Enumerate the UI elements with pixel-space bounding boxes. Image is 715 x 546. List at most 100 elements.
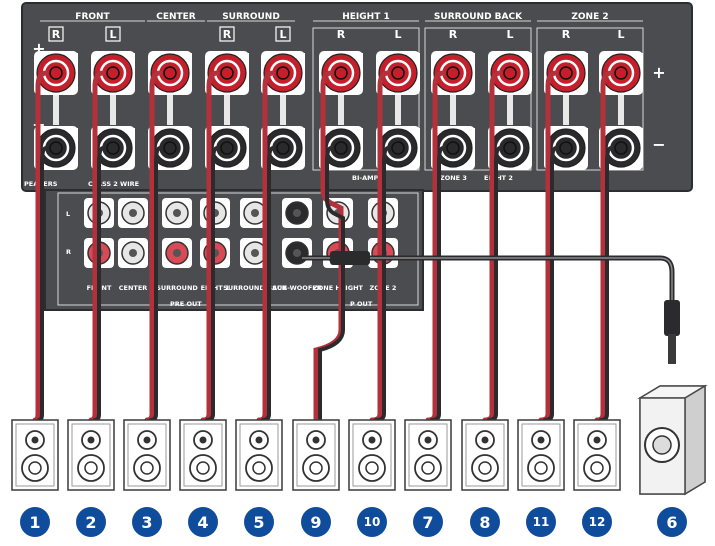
rca-plug-left [330, 251, 370, 265]
preout-label: SURROUND BACK [223, 284, 288, 292]
terminal-post [334, 141, 348, 155]
speaker-3 [123, 419, 171, 491]
pre-out-label: PRE OUT [170, 300, 202, 308]
group-header-label: SURROUND [222, 12, 280, 22]
terminal-notch [129, 128, 135, 134]
terminal-post [49, 141, 63, 155]
channel-label-box [48, 26, 64, 42]
number-badge [413, 507, 443, 537]
height2-label: EIGHT 2 [484, 174, 513, 182]
channel-label-box [105, 26, 121, 42]
speaker-12 [573, 419, 621, 491]
badge-number: 10 [364, 515, 381, 529]
badge-speaker-4: 4 [188, 507, 218, 537]
woofer-icon [245, 454, 273, 482]
terminal-post [220, 141, 234, 155]
woofer-icon [527, 454, 555, 482]
speaker-bezel [71, 423, 111, 487]
terminal-divider [507, 93, 513, 125]
terminal-notch [129, 53, 135, 59]
terminal-divider [450, 93, 456, 125]
biamp-label: BI-AMP [352, 174, 379, 182]
woofer-icon [358, 454, 386, 482]
number-badge [76, 507, 106, 537]
terminal-notch [186, 128, 192, 134]
woofer-center [140, 461, 154, 475]
tweeter-center [87, 436, 95, 444]
preout-label: CENTER [119, 284, 148, 292]
rca-jack-pin [251, 249, 259, 257]
badge-number: 9 [310, 513, 321, 532]
speaker-terminal-pair [488, 51, 532, 170]
tweeter-center [199, 436, 207, 444]
group-header-label: CENTER [156, 12, 196, 22]
channel-label: R [52, 28, 61, 41]
channel-label: R [337, 28, 346, 41]
badge-speaker-3: 3 [132, 507, 162, 537]
subwoofer [637, 384, 708, 496]
woofer-icon [471, 454, 499, 482]
terminal-post [106, 141, 120, 155]
terminal-post [391, 66, 405, 80]
channel-label: R [562, 28, 571, 41]
zone3-label: ZONE 3 [440, 174, 467, 182]
terminal-notch [72, 53, 78, 59]
speaker-terminal-pair [319, 51, 363, 170]
preout-side-r: R [66, 248, 71, 256]
badge-speaker-12: 12 [582, 507, 612, 537]
terminal-notch [637, 53, 643, 59]
channel-label: L [506, 28, 513, 41]
woofer-center [365, 461, 379, 475]
preout-side-l: L [66, 210, 70, 218]
woofer-center [478, 461, 492, 475]
terminal-post [559, 141, 573, 155]
speaker-7 [404, 419, 452, 491]
terminal-notch [72, 128, 78, 134]
number-badge [244, 507, 274, 537]
rca-jack-pin [129, 209, 137, 217]
height1-section-box [312, 27, 420, 171]
terminal-post [334, 66, 348, 80]
terminal-post [446, 141, 460, 155]
terminal-post [446, 66, 460, 80]
terminal-divider [167, 93, 173, 125]
terminal-notch [299, 128, 305, 134]
preout-label: ZONE HEIGHT [313, 284, 363, 292]
subwoofer-cable-highlight [302, 257, 673, 320]
terminal-post [106, 66, 120, 80]
preout-label: SUB-WOOFER [272, 284, 321, 292]
channel-label: R [223, 28, 232, 41]
channel-label: L [279, 28, 286, 41]
woofer-icon [583, 454, 611, 482]
badge-number: 11 [533, 515, 550, 529]
terminal-divider [395, 93, 401, 125]
speaker-terminal-pair [148, 51, 192, 170]
terminal-notch [526, 53, 532, 59]
terminal-divider [110, 93, 116, 125]
number-badge [582, 507, 612, 537]
terminal-notch [186, 53, 192, 59]
badge-subwoofer: 6 [657, 507, 687, 537]
terminal-notch [243, 128, 249, 134]
terminal-post [163, 141, 177, 155]
terminal-post [614, 66, 628, 80]
terminal-post [503, 141, 517, 155]
terminal-notch [469, 53, 475, 59]
group-header-label: SURROUND BACK [434, 12, 523, 22]
tweeter-center [593, 436, 601, 444]
speaker-terminal-pair [376, 51, 420, 170]
tweeter-center [368, 436, 376, 444]
tweeter-center [424, 436, 432, 444]
rca-jack-pin [129, 249, 137, 257]
badge-number: 12 [589, 515, 606, 529]
class-wire-label: CLASS 2 WIRE [88, 180, 139, 188]
terminal-post [559, 66, 573, 80]
woofer-center [590, 461, 604, 475]
preout-label: EIGHT 1 [201, 284, 230, 292]
badge-number-subwoofer: 6 [666, 513, 677, 532]
terminal-notch [582, 53, 588, 59]
speaker-bezel [521, 423, 561, 487]
terminal-notch [414, 128, 420, 134]
